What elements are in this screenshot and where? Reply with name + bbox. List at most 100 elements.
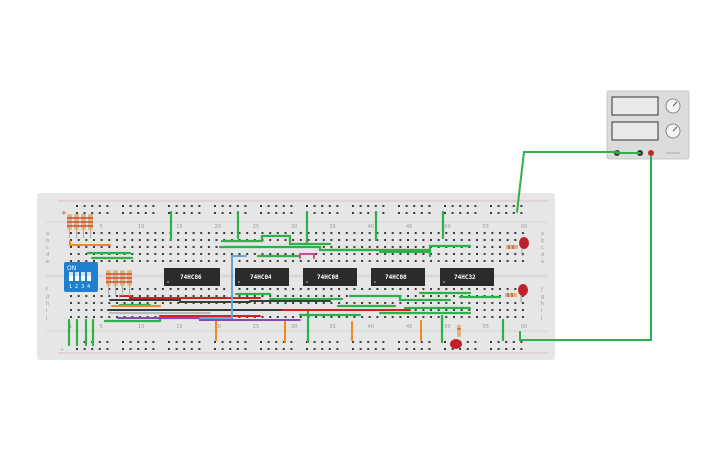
breadboard-hole[interactable] bbox=[445, 309, 448, 311]
breadboard-hole[interactable] bbox=[437, 239, 440, 241]
breadboard-hole[interactable] bbox=[106, 205, 109, 207]
breadboard-hole[interactable] bbox=[207, 232, 210, 234]
breadboard-hole[interactable] bbox=[384, 302, 387, 304]
chip-74hc04[interactable]: 74HC04 bbox=[235, 268, 289, 286]
led-1[interactable] bbox=[506, 237, 529, 256]
breadboard-hole[interactable] bbox=[207, 239, 210, 241]
breadboard-hole[interactable] bbox=[368, 239, 371, 241]
breadboard-hole[interactable] bbox=[299, 295, 302, 297]
breadboard-hole[interactable] bbox=[422, 302, 425, 304]
breadboard-hole[interactable] bbox=[506, 239, 509, 241]
breadboard-hole[interactable] bbox=[445, 302, 448, 304]
jumper-wires-misc[interactable] bbox=[109, 253, 315, 321]
breadboard-hole[interactable] bbox=[100, 302, 103, 304]
breadboard-hole[interactable] bbox=[453, 316, 455, 318]
breadboard-hole[interactable] bbox=[116, 302, 118, 304]
breadboard-hole[interactable] bbox=[460, 239, 463, 241]
breadboard-hole[interactable] bbox=[236, 341, 239, 343]
breadboard-hole[interactable] bbox=[221, 212, 224, 214]
breadboard-hole[interactable] bbox=[468, 232, 471, 234]
led-2[interactable] bbox=[505, 284, 528, 302]
breadboard-hole[interactable] bbox=[253, 302, 256, 304]
breadboard-hole[interactable] bbox=[466, 341, 469, 343]
breadboard-hole[interactable] bbox=[260, 205, 262, 207]
breadboard-hole[interactable] bbox=[253, 288, 256, 290]
breadboard-hole[interactable] bbox=[460, 302, 463, 304]
breadboard-hole[interactable] bbox=[161, 253, 164, 255]
breadboard-hole[interactable] bbox=[184, 246, 187, 248]
breadboard-hole[interactable] bbox=[476, 309, 478, 311]
breadboard-hole[interactable] bbox=[451, 348, 454, 350]
breadboard-hole[interactable] bbox=[483, 260, 486, 262]
breadboard-hole[interactable] bbox=[284, 316, 287, 318]
breadboard-hole[interactable] bbox=[476, 239, 478, 241]
breadboard-hole[interactable] bbox=[430, 232, 432, 234]
breadboard-hole[interactable] bbox=[361, 239, 364, 241]
breadboard-hole[interactable] bbox=[430, 260, 432, 262]
breadboard-hole[interactable] bbox=[399, 253, 402, 255]
breadboard-hole[interactable] bbox=[491, 239, 494, 241]
breadboard-hole[interactable] bbox=[361, 253, 364, 255]
breadboard-hole[interactable] bbox=[93, 302, 95, 304]
breadboard-hole[interactable] bbox=[483, 246, 486, 248]
breadboard-hole[interactable] bbox=[521, 309, 524, 311]
breadboard-hole[interactable] bbox=[138, 246, 141, 248]
breadboard-hole[interactable] bbox=[491, 260, 494, 262]
breadboard-hole[interactable] bbox=[122, 212, 124, 214]
breadboard-hole[interactable] bbox=[192, 295, 195, 297]
breadboard-hole[interactable] bbox=[352, 348, 354, 350]
breadboard-hole[interactable] bbox=[152, 212, 155, 214]
breadboard-hole[interactable] bbox=[146, 260, 149, 262]
breadboard-hole[interactable] bbox=[391, 288, 394, 290]
breadboard-hole[interactable] bbox=[453, 309, 455, 311]
breadboard-hole[interactable] bbox=[269, 239, 272, 241]
breadboard-hole[interactable] bbox=[398, 341, 400, 343]
breadboard-hole[interactable] bbox=[299, 232, 302, 234]
breadboard-hole[interactable] bbox=[183, 341, 186, 343]
breadboard-hole[interactable] bbox=[292, 232, 295, 234]
breadboard-hole[interactable] bbox=[322, 260, 325, 262]
breadboard-hole[interactable] bbox=[307, 260, 310, 262]
breadboard-hole[interactable] bbox=[376, 246, 379, 248]
breadboard-hole[interactable] bbox=[384, 316, 387, 318]
breadboard-hole[interactable] bbox=[137, 348, 140, 350]
breadboard-hole[interactable] bbox=[398, 212, 400, 214]
breadboard-hole[interactable] bbox=[368, 260, 371, 262]
breadboard-hole[interactable] bbox=[520, 341, 523, 343]
breadboard-hole[interactable] bbox=[460, 288, 463, 290]
breadboard-hole[interactable] bbox=[307, 239, 310, 241]
breadboard-hole[interactable] bbox=[414, 288, 417, 290]
breadboard-hole[interactable] bbox=[70, 260, 72, 262]
breadboard-hole[interactable] bbox=[460, 309, 463, 311]
breadboard-hole[interactable] bbox=[506, 260, 509, 262]
breadboard-hole[interactable] bbox=[223, 295, 226, 297]
breadboard-hole[interactable] bbox=[184, 239, 187, 241]
breadboard-hole[interactable] bbox=[282, 341, 285, 343]
breadboard-hole[interactable] bbox=[169, 288, 172, 290]
breadboard-hole[interactable] bbox=[328, 212, 331, 214]
breadboard-hole[interactable] bbox=[407, 295, 409, 297]
breadboard-hole[interactable] bbox=[514, 288, 517, 290]
power-wires[interactable] bbox=[516, 151, 652, 341]
breadboard-hole[interactable] bbox=[223, 288, 226, 290]
breadboard-hole[interactable] bbox=[398, 205, 400, 207]
breadboard-hole[interactable] bbox=[100, 232, 103, 234]
breadboard-hole[interactable] bbox=[422, 316, 425, 318]
breadboard-hole[interactable] bbox=[284, 288, 287, 290]
breadboard-hole[interactable] bbox=[215, 232, 218, 234]
breadboard-hole[interactable] bbox=[244, 341, 247, 343]
breadboard-hole[interactable] bbox=[445, 232, 448, 234]
breadboard-hole[interactable] bbox=[315, 288, 318, 290]
breadboard-hole[interactable] bbox=[129, 348, 132, 350]
breadboard-hole[interactable] bbox=[146, 295, 149, 297]
breadboard-hole[interactable] bbox=[299, 316, 302, 318]
breadboard-hole[interactable] bbox=[460, 232, 463, 234]
breadboard-hole[interactable] bbox=[261, 295, 264, 297]
breadboard-hole[interactable] bbox=[336, 212, 339, 214]
breadboard-hole[interactable] bbox=[116, 260, 118, 262]
breadboard-hole[interactable] bbox=[253, 253, 256, 255]
breadboard-hole[interactable] bbox=[207, 288, 210, 290]
breadboard-hole[interactable] bbox=[70, 246, 72, 248]
breadboard-hole[interactable] bbox=[315, 253, 318, 255]
